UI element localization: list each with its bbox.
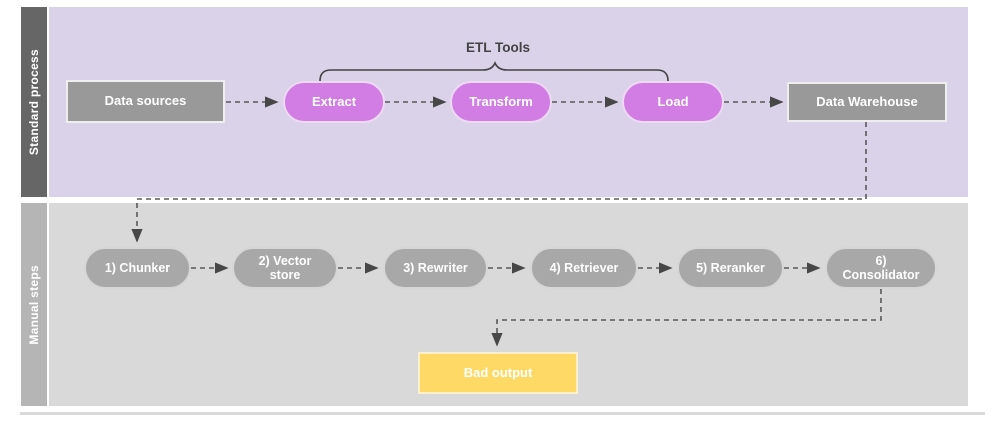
node-data-sources: Data sources	[66, 80, 225, 123]
node-vector-store: 2) Vector store	[232, 247, 338, 289]
node-consolidator: 6) Consolidator	[825, 247, 937, 289]
lane-manual-steps-bar: Manual steps	[21, 203, 47, 406]
node-bad-output: Bad output	[418, 352, 578, 394]
node-reranker: 5) Reranker	[677, 247, 784, 289]
etl-tools-label: ETL Tools	[466, 40, 530, 55]
lane-manual-steps-label: Manual steps	[27, 264, 41, 345]
node-rewriter: 3) Rewriter	[383, 247, 488, 289]
node-data-warehouse: Data Warehouse	[787, 82, 947, 122]
bottom-divider-line	[20, 412, 985, 415]
node-load: Load	[622, 81, 724, 123]
lane-standard-process-label: Standard process	[27, 48, 41, 156]
lane-standard-process-bar: Standard process	[21, 7, 47, 197]
node-retriever: 4) Retriever	[530, 247, 638, 289]
node-chunker: 1) Chunker	[84, 247, 191, 289]
node-transform: Transform	[450, 81, 552, 123]
node-extract: Extract	[283, 81, 385, 123]
